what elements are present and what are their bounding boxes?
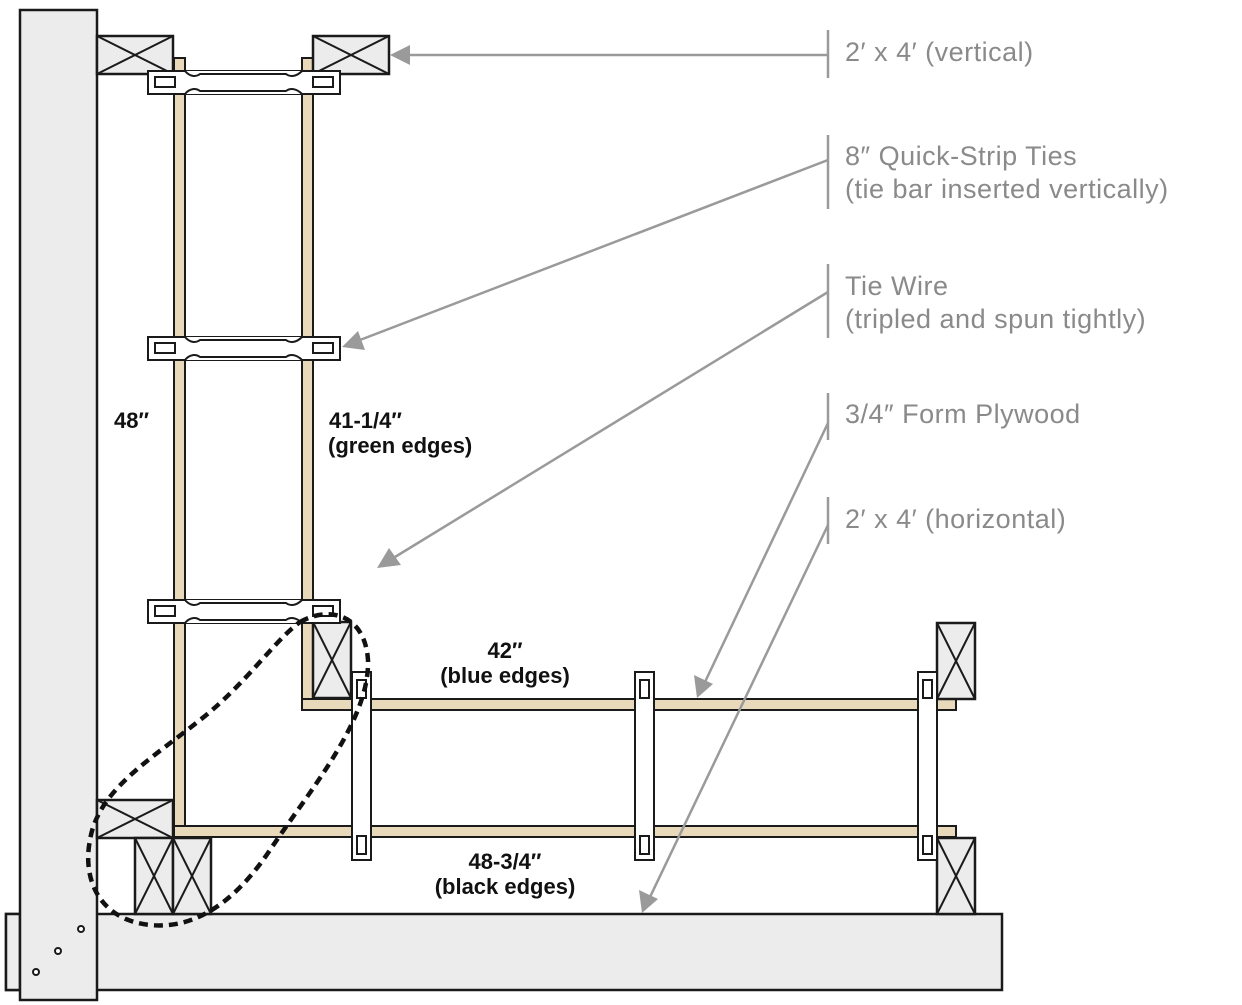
dimension-green-label: (green edges): [328, 433, 472, 458]
tie-vertical-middle: [634, 671, 655, 861]
arrowhead: [342, 331, 365, 350]
dimension-black-length: 48-3/4″: [469, 849, 542, 874]
plywood-horizontal-upper: [301, 698, 957, 711]
dimension-blue-label: (blue edges): [440, 663, 570, 688]
callout-form-plywood: 3/4″ Form Plywood: [845, 399, 1081, 429]
tie-wire-highlight-loop: [85, 612, 371, 928]
lumber-2x4-top-right: [311, 34, 391, 76]
tie-horizontal-top: [147, 70, 341, 95]
callout-lumber-vertical: 2′ x 4′ (vertical): [845, 37, 1034, 67]
lumber-2x4-bottom-horizontal: [95, 798, 175, 840]
arrowhead: [390, 45, 410, 65]
callout-tie-wire-note: (tripled and spun tightly): [845, 304, 1146, 334]
base-slab-end: [4, 912, 22, 992]
dimension-black-label: (black edges): [435, 874, 576, 899]
leader-form-plywood: [703, 422, 830, 683]
wall-bolt: [32, 968, 40, 976]
plywood-vertical-left: [173, 57, 186, 829]
lumber-2x4-top-left: [95, 34, 175, 76]
callout-tie-wire: Tie Wire: [845, 271, 949, 301]
arrowhead: [377, 548, 401, 568]
dimension-wall-height: 48″: [114, 408, 149, 433]
arrowhead: [694, 675, 713, 698]
dimension-green-length: 41-1/4″: [329, 408, 402, 433]
leader-tie-wire: [394, 290, 829, 559]
lumber-2x4-right-upper: [935, 621, 977, 701]
leader-lumber-horizontal: [648, 524, 830, 898]
arrowhead: [639, 890, 658, 913]
tie-horizontal-bottom: [147, 599, 341, 624]
lumber-2x4-bottom-stud-b: [171, 836, 213, 916]
lumber-2x4-right-lower: [935, 836, 977, 916]
leader-quick-strip: [359, 158, 829, 342]
plywood-horizontal-lower: [173, 825, 957, 838]
dimension-blue-length: 42″: [487, 638, 522, 663]
wall-bolt: [54, 947, 62, 955]
tie-vertical-right: [917, 671, 938, 861]
lumber-2x4-corner: [311, 620, 353, 700]
callout-lumber-horizontal: 2′ x 4′ (horizontal): [845, 504, 1066, 534]
tie-horizontal-middle: [147, 336, 341, 361]
lumber-2x4-bottom-stud-a: [133, 836, 175, 916]
tie-vertical-left: [351, 671, 372, 861]
wall-bolt: [77, 925, 85, 933]
existing-wall: [18, 8, 99, 1002]
callout-quick-strip-ties-note: (tie bar inserted vertically): [845, 174, 1169, 204]
callout-quick-strip-ties: 8″ Quick-Strip Ties: [845, 141, 1077, 171]
